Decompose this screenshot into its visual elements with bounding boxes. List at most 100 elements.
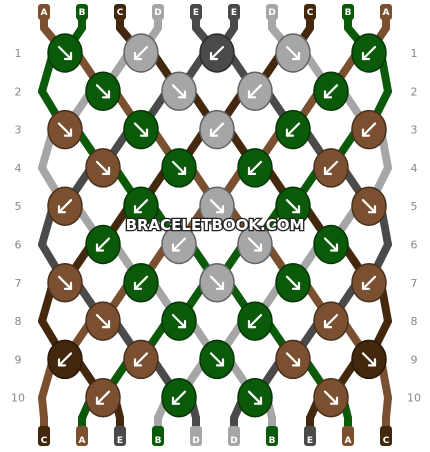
arrow-down-left-icon xyxy=(57,352,73,367)
arrow-down-right-icon xyxy=(361,352,377,367)
knot xyxy=(199,339,235,380)
arrow-down-left-icon xyxy=(133,45,149,61)
strand-color-tab xyxy=(190,4,202,20)
knot xyxy=(313,301,349,341)
arrow-down-right-icon xyxy=(171,160,187,175)
knot xyxy=(237,224,273,265)
arrow-down-right-icon xyxy=(209,275,225,290)
knot xyxy=(275,263,311,303)
strand-color-tab xyxy=(266,4,278,20)
knot xyxy=(313,71,349,112)
arrow-down-left-icon xyxy=(95,390,111,405)
row-label-left: 7 xyxy=(15,277,22,290)
knot xyxy=(351,263,387,303)
strand-color-tab xyxy=(342,4,354,20)
strand-color-tab xyxy=(228,426,240,446)
strand-label-top: B xyxy=(79,8,86,18)
knot xyxy=(351,33,387,73)
arrow-down-right-icon xyxy=(247,237,263,252)
strand-color-tab xyxy=(266,426,278,446)
knot xyxy=(275,186,311,226)
arrow-down-right-icon xyxy=(95,160,111,175)
arrow-down-right-icon xyxy=(57,275,73,290)
watermark-text: BRACELETBOOK.COM xyxy=(126,216,305,234)
arrow-down-right-icon xyxy=(285,45,301,61)
strand-color-tab xyxy=(190,426,202,446)
knot xyxy=(161,224,197,265)
knot xyxy=(47,186,83,226)
strand-color-tab xyxy=(380,426,392,446)
knot xyxy=(85,301,121,341)
knots xyxy=(47,33,387,418)
strand-color-tab xyxy=(38,4,50,20)
knot xyxy=(199,33,235,73)
arrow-down-left-icon xyxy=(209,122,225,137)
arrow-down-left-icon xyxy=(171,237,187,252)
knot xyxy=(85,71,121,112)
row-label-right: 7 xyxy=(411,277,418,290)
arrow-down-right-icon xyxy=(209,199,225,214)
strand-color-tab xyxy=(304,426,316,446)
arrow-down-left-icon xyxy=(323,314,339,329)
strand-label-top: E xyxy=(231,8,237,18)
strand-label-top: D xyxy=(268,8,275,18)
strand-label-top: A xyxy=(41,8,48,18)
arrow-down-right-icon xyxy=(209,352,225,367)
strand-label-top: B xyxy=(345,8,352,18)
strand-color-tab xyxy=(114,426,126,446)
knot xyxy=(85,148,121,188)
knot xyxy=(237,301,273,341)
strand-label-bottom: B xyxy=(269,436,276,446)
arrow-down-left-icon xyxy=(209,45,225,61)
knot xyxy=(351,186,387,226)
knot xyxy=(123,339,159,380)
row-label-left: 4 xyxy=(15,162,22,175)
strand-color-tab xyxy=(152,4,164,20)
arrow-down-left-icon xyxy=(133,352,149,367)
strand-color-tab xyxy=(304,4,316,20)
strand-label-top: D xyxy=(154,8,161,18)
arrow-down-left-icon xyxy=(133,199,149,214)
knot xyxy=(313,377,349,418)
row-label-right: 10 xyxy=(407,392,421,405)
row-label-left: 3 xyxy=(15,124,22,137)
knot xyxy=(123,109,159,150)
row-label-right: 8 xyxy=(411,315,418,328)
knot xyxy=(161,377,197,418)
row-label-left: 6 xyxy=(15,239,22,252)
knot xyxy=(237,71,273,112)
knot xyxy=(351,109,387,150)
row-label-right: 9 xyxy=(411,353,418,366)
strand-label-bottom: D xyxy=(230,436,237,446)
knot xyxy=(47,109,83,150)
arrow-down-left-icon xyxy=(171,390,187,405)
strand-label-bottom: E xyxy=(307,436,313,446)
arrow-down-right-icon xyxy=(95,84,111,99)
strand-label-bottom: C xyxy=(383,436,390,446)
strand-label-bottom: A xyxy=(79,436,86,446)
strand-color-tab xyxy=(228,4,240,20)
strand-color-tab xyxy=(114,4,126,20)
row-label-right: 5 xyxy=(411,200,418,213)
strand-label-bottom: D xyxy=(192,436,199,446)
row-label-left: 8 xyxy=(15,315,22,328)
arrow-down-left-icon xyxy=(247,160,263,175)
row-label-left: 2 xyxy=(15,85,22,98)
arrow-down-right-icon xyxy=(247,390,263,405)
strand-color-tab xyxy=(152,426,164,446)
strand-label-bottom: C xyxy=(41,436,48,446)
row-label-right: 6 xyxy=(411,239,418,252)
strand-label-bottom: A xyxy=(345,436,352,446)
knot xyxy=(123,186,159,226)
arrow-down-right-icon xyxy=(285,275,301,290)
arrow-down-right-icon xyxy=(95,314,111,329)
row-label-left: 5 xyxy=(15,200,22,213)
strand-label-top: A xyxy=(383,8,390,18)
knot xyxy=(47,339,83,380)
arrow-down-right-icon xyxy=(57,122,73,137)
row-label-right: 4 xyxy=(411,162,418,175)
arrow-down-left-icon xyxy=(323,84,339,99)
strand-label-bottom: B xyxy=(155,436,162,446)
strand-color-tab xyxy=(342,426,354,446)
strand-label-top: C xyxy=(117,8,124,18)
